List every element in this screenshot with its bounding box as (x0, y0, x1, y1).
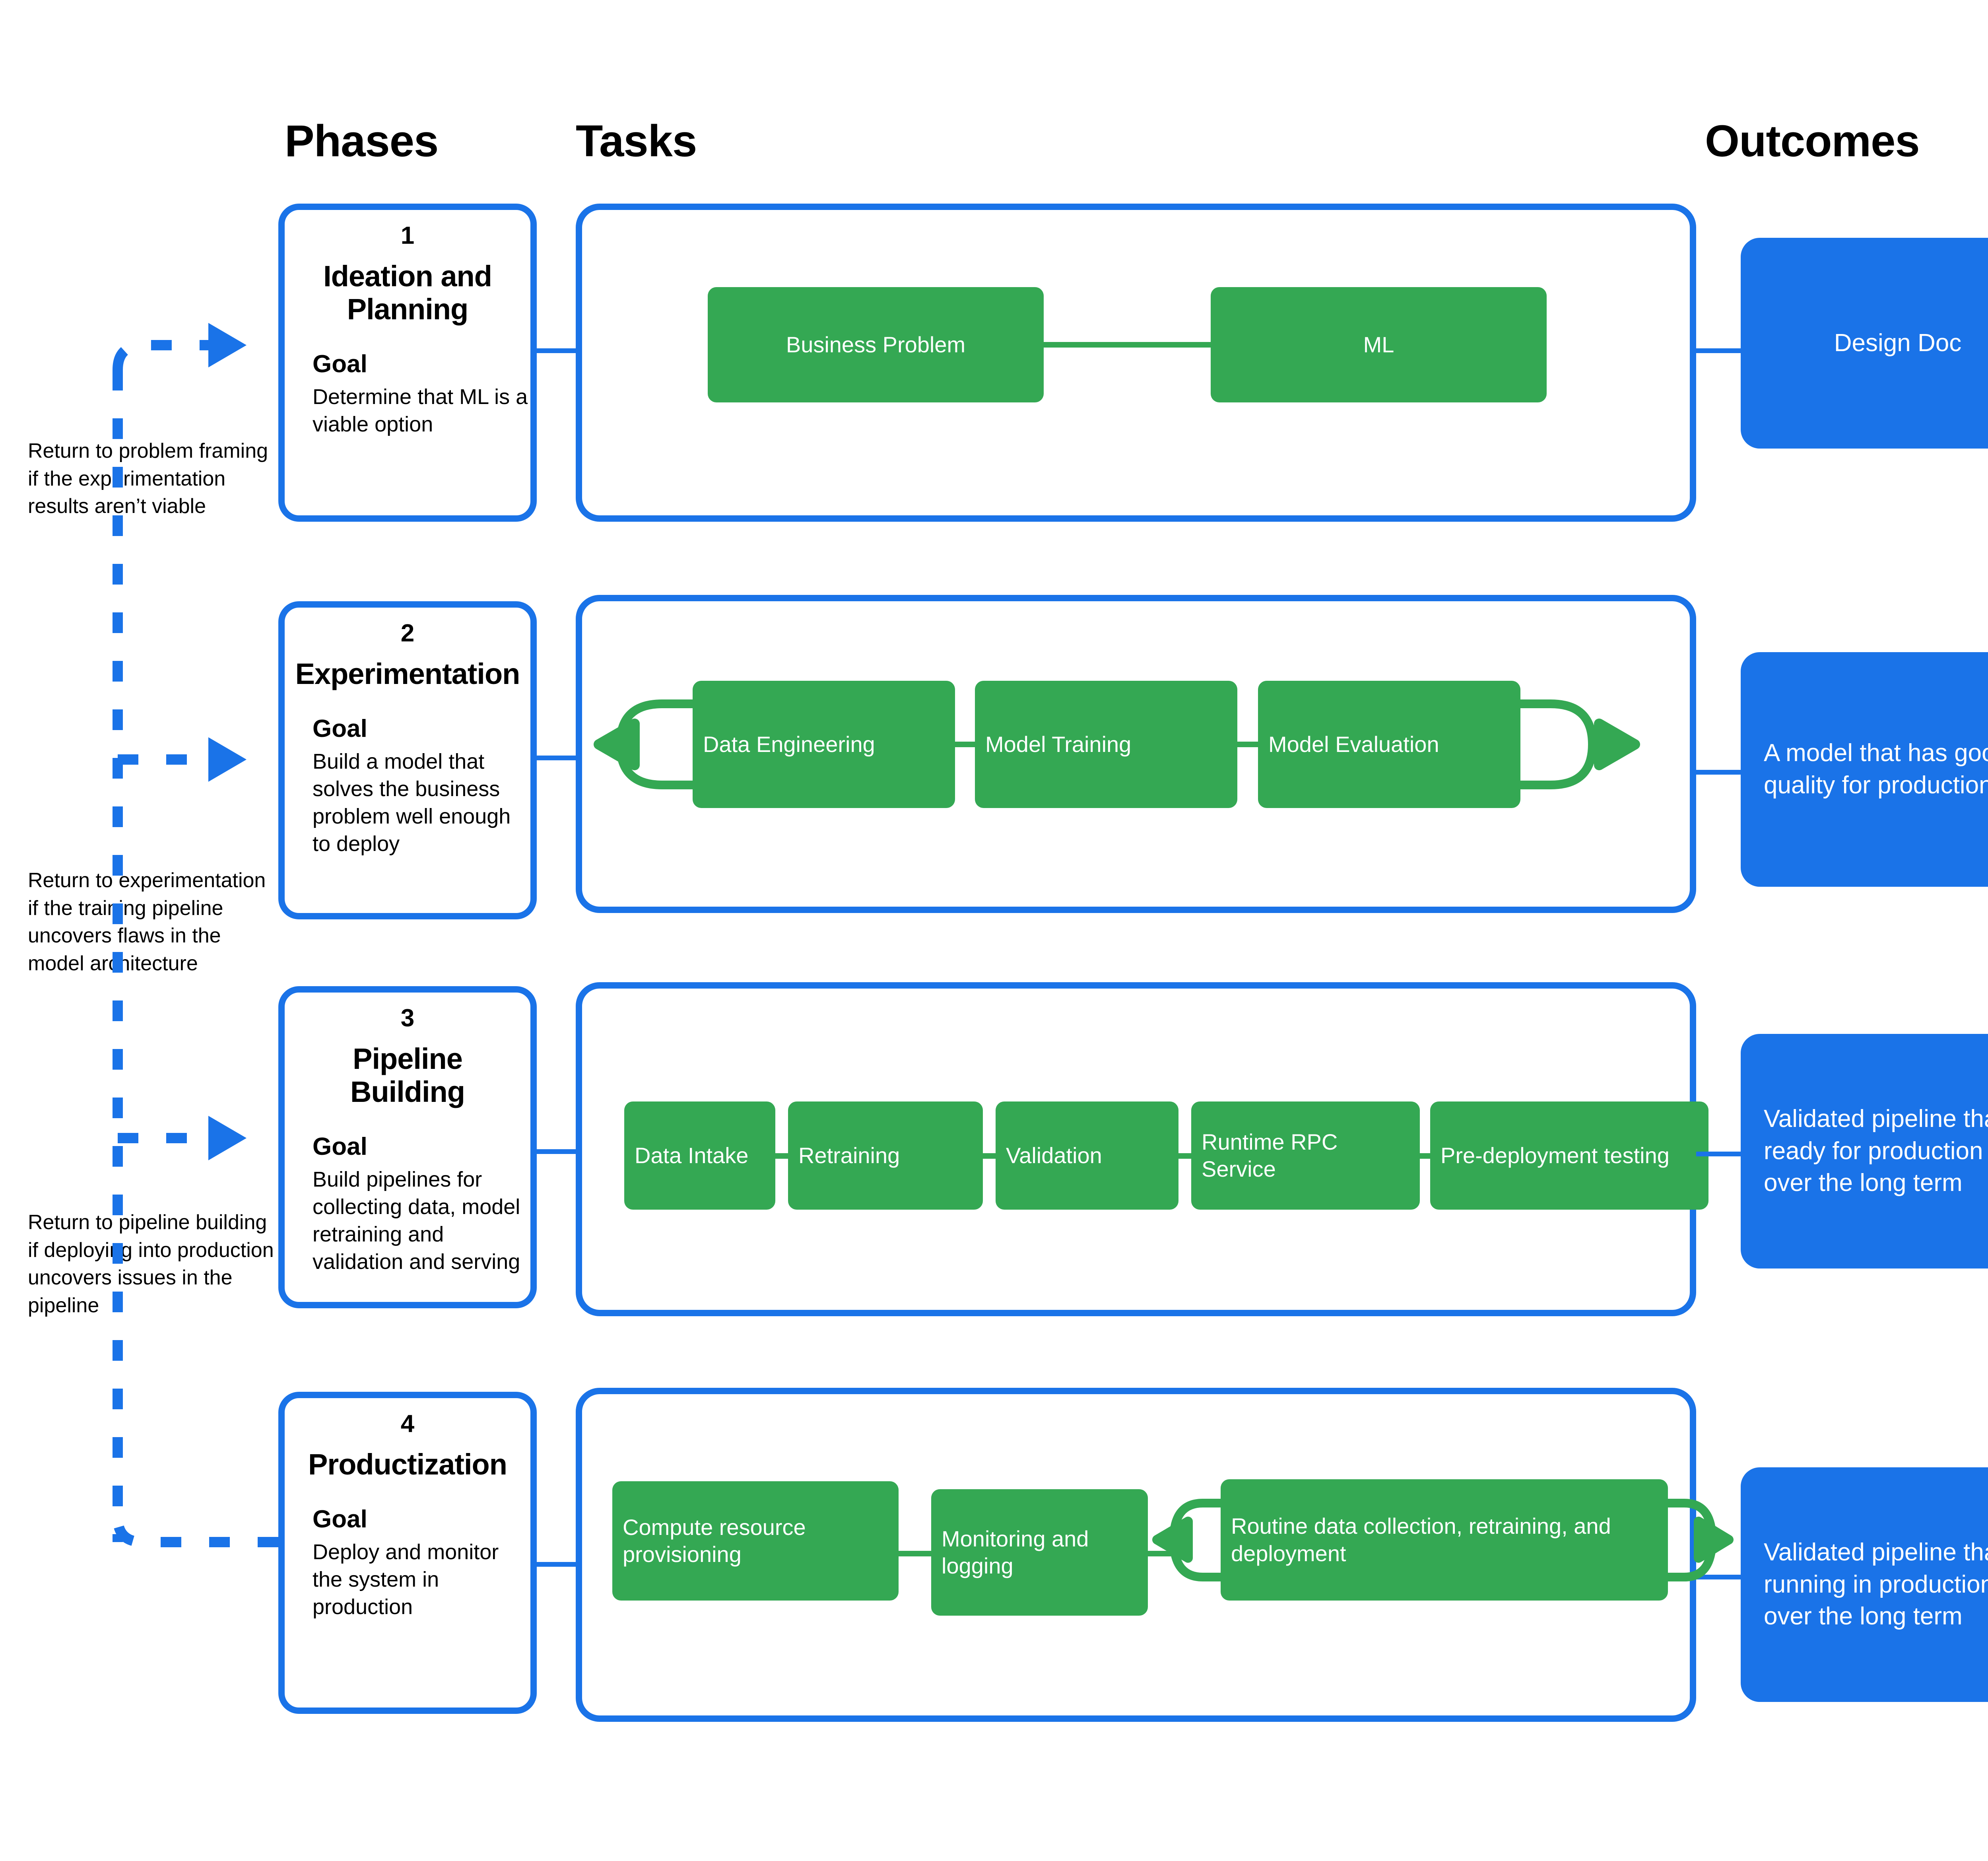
task-connector (955, 742, 975, 747)
phase-title: Ideation and Planning (323, 260, 492, 326)
phase-number: 4 (400, 1410, 415, 1438)
column-header-outcomes: Outcomes (1705, 116, 1920, 166)
task-box[interactable]: Data Engineering (693, 681, 955, 808)
goal-text: Determine that ML is a viable option (313, 385, 528, 437)
task-label: Model Evaluation (1268, 731, 1439, 757)
task-outcome-connector (1696, 770, 1742, 775)
outcome-label: Validated pipeline that’s ready for prod… (1764, 1105, 1988, 1197)
task-box[interactable]: Runtime RPC Service (1191, 1101, 1420, 1210)
phase-task-connector (537, 1562, 577, 1567)
phase-card-3[interactable]: 3 Pipeline Building Goal Build pipelines… (278, 986, 537, 1308)
task-label: Validation (1006, 1142, 1102, 1168)
task-box[interactable]: ML (1211, 287, 1547, 402)
phase-title: Pipeline Building (350, 1042, 465, 1108)
task-label: Data Engineering (703, 731, 875, 757)
feedback-source-phase-4 (113, 1517, 278, 1547)
task-connector (1237, 742, 1258, 747)
goal-label: Goal (313, 1505, 367, 1533)
goal-text: Deploy and monitor the system in product… (313, 1540, 499, 1619)
phase-number: 3 (400, 1004, 415, 1032)
phase-number: 1 (400, 222, 415, 249)
task-outcome-connector (1696, 1575, 1742, 1579)
task-box[interactable]: Pre-deployment testing (1430, 1101, 1708, 1210)
task-label: Model Training (985, 731, 1132, 757)
task-label: ML (1363, 332, 1394, 357)
phase-task-connector (537, 348, 577, 353)
task-box[interactable]: Data Intake (624, 1101, 775, 1210)
outcome-box-4[interactable]: Validated pipeline that’s running in pro… (1741, 1467, 1988, 1702)
task-label: Pre-deployment testing (1441, 1142, 1670, 1168)
outcome-box-1[interactable]: Design Doc (1741, 238, 1988, 449)
column-header-phases: Phases (285, 116, 439, 166)
task-label: Compute resource provisioning (623, 1514, 806, 1567)
task-label: Routine data collection, retraining, and… (1231, 1513, 1611, 1566)
task-label: Business Problem (786, 332, 966, 357)
phase-task-connector (537, 1149, 577, 1154)
goal-label: Goal (313, 1133, 367, 1160)
task-box[interactable]: Routine data collection, retraining, and… (1221, 1479, 1668, 1601)
task-outcome-connector (1696, 348, 1742, 353)
feedback-branch-phase-1 (113, 340, 219, 370)
goal-label: Goal (313, 715, 367, 742)
outcome-label: Design Doc (1834, 329, 1962, 357)
task-connector (1420, 1153, 1430, 1159)
outcome-box-3[interactable]: Validated pipeline that’s ready for prod… (1741, 1034, 1988, 1269)
task-box[interactable]: Monitoring and logging (931, 1489, 1148, 1616)
task-connector (1044, 342, 1211, 348)
feedback-note-phase-2: Return to experimentation if the trainin… (28, 869, 266, 975)
phase-card-1[interactable]: 1 Ideation and Planning Goal Determine t… (278, 204, 537, 522)
task-box[interactable]: Compute resource provisioning (612, 1481, 899, 1601)
phase-task-connector (537, 756, 577, 760)
task-label: Runtime RPC Service (1202, 1129, 1338, 1181)
phase-number: 2 (400, 620, 415, 647)
task-box[interactable]: Retraining (788, 1101, 983, 1210)
task-connector (1148, 1551, 1176, 1556)
task-box[interactable]: Business Problem (708, 287, 1044, 402)
outcome-box-2[interactable]: A model that has good quality for produc… (1741, 652, 1988, 887)
phase-title: Experimentation (295, 657, 520, 690)
feedback-note-phase-1: Return to problem framing if the experim… (28, 439, 268, 518)
outcome-label: A model that has good quality for produc… (1764, 739, 1988, 799)
task-connector (899, 1551, 931, 1556)
task-label: Retraining (798, 1142, 900, 1168)
task-box[interactable]: Validation (996, 1101, 1178, 1210)
phase-card-4[interactable]: 4 Productization Goal Deploy and monitor… (278, 1392, 537, 1714)
task-box[interactable]: Model Evaluation (1258, 681, 1520, 808)
feedback-note-phase-3: Return to pipeline building if deploying… (28, 1211, 274, 1317)
task-box[interactable]: Model Training (975, 681, 1237, 808)
column-header-tasks: Tasks (576, 116, 697, 166)
goal-label: Goal (313, 350, 367, 378)
task-connector (775, 1153, 788, 1159)
feedback-arrow-phase-2-icon (208, 737, 247, 782)
task-connector (983, 1153, 996, 1159)
outcome-label: Validated pipeline that’s running in pro… (1764, 1539, 1988, 1630)
phase-title: Productization (308, 1448, 507, 1481)
feedback-arrow-phase-3-icon (208, 1116, 247, 1160)
task-label: Monitoring and logging (942, 1526, 1089, 1578)
goal-text: Build pipelines for collecting data, mod… (313, 1167, 520, 1274)
task-outcome-connector (1696, 1152, 1742, 1156)
goal-text: Build a model that solves the business p… (313, 750, 511, 856)
task-connector (1178, 1153, 1191, 1159)
task-label: Data Intake (635, 1142, 749, 1168)
phase-card-2[interactable]: 2 Experimentation Goal Build a model tha… (278, 601, 537, 919)
feedback-arrow-phase-1-icon (208, 323, 247, 367)
